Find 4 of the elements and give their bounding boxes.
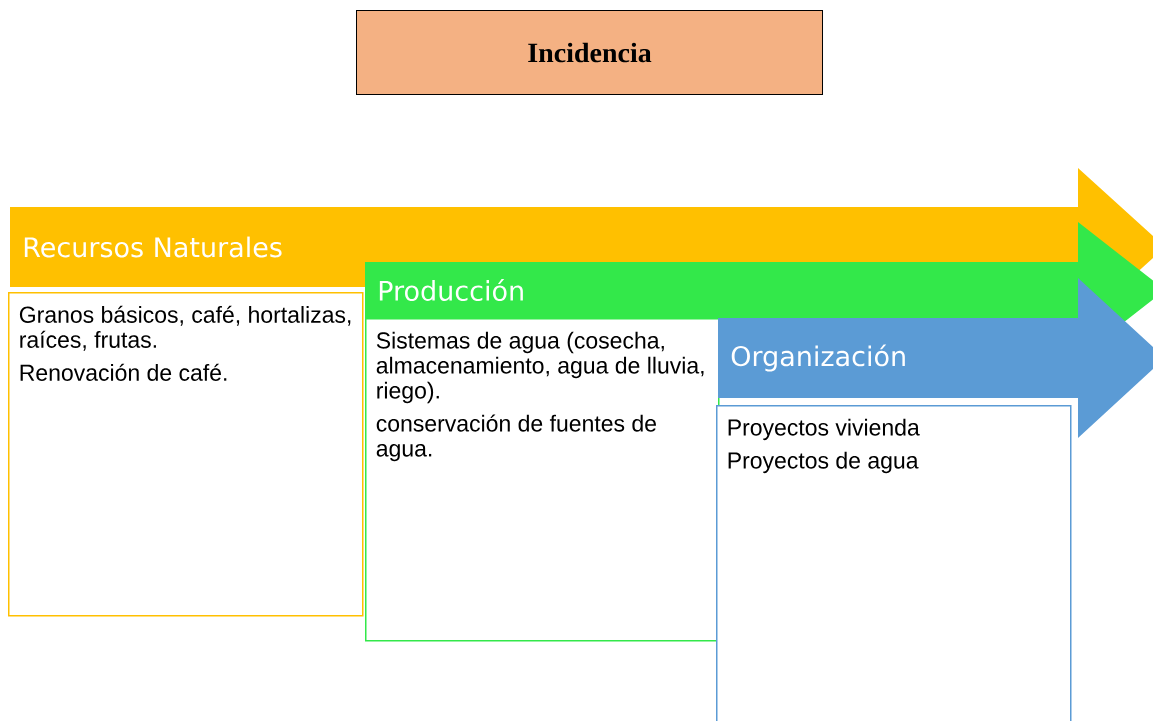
title-box: Incidencia [356, 10, 823, 95]
text-box: Granos básicos, café, hortalizas, raíces, frutas. Renovación de café. [8, 292, 364, 617]
text-box: Sistemas de agua (cosecha, almacenamiento, agua de lluvia, riego). conservación de fuentes de agua. [365, 318, 720, 642]
text-box: Proyectos vivienda Proyectos de agua [716, 405, 1072, 721]
